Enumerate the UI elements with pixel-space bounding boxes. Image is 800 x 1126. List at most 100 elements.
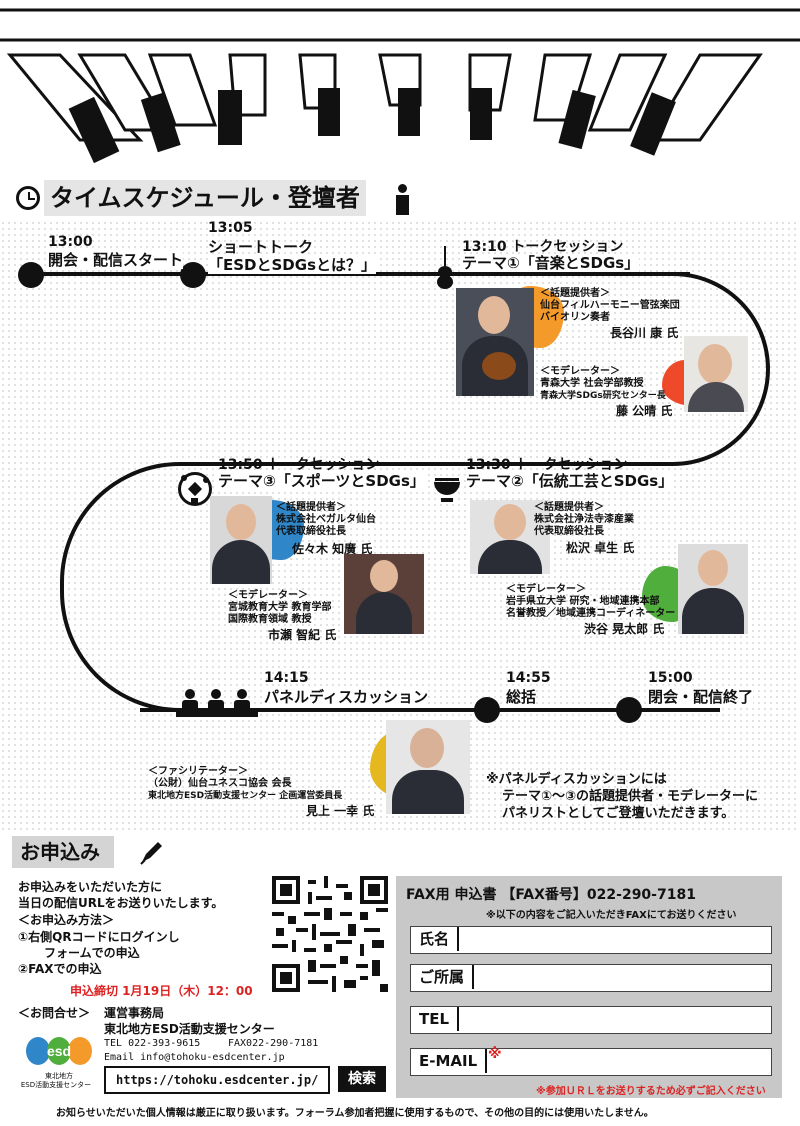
session3-theme: テーマ③「スポーツとSDGs」	[218, 472, 425, 490]
tel-field-label: TEL	[411, 1007, 460, 1031]
panel-note-1: ※パネルディスカッションには	[486, 772, 667, 787]
session1-moderator-role: ＜モデレーター＞	[540, 366, 620, 377]
apply-method-1b: フォームでの申込	[44, 946, 140, 960]
esd-logo: esd 東北地方 ESD活動支援センター	[21, 1034, 94, 1090]
open-time: 13:00	[48, 234, 93, 250]
contact-office-2: 東北地方ESD活動支援センター	[104, 1022, 275, 1036]
soccer-ball-icon	[178, 472, 212, 506]
contact-email[interactable]: Email info@tohoku-esdcenter.jp	[104, 1052, 285, 1063]
session1-moderator-org2: 青森大学SDGs研究センター長	[540, 391, 666, 401]
email-note: ※参加ＵＲＬをお送りするため必ずご記入ください	[536, 1086, 766, 1097]
panel-note-2: テーマ①～③の話題提供者・モデレーターに	[502, 789, 759, 804]
tel-field[interactable]: TEL	[410, 1006, 772, 1034]
panel-note-3: パネリストとしてご登壇いただきます。	[502, 806, 735, 821]
session1-theme: テーマ①「音楽とSDGs」	[462, 254, 640, 272]
affiliation-field-label: ご所属	[411, 965, 475, 989]
timeline-track	[30, 272, 690, 276]
moderator-photo-shibuya	[678, 544, 748, 634]
clock-icon	[16, 186, 40, 210]
apply-intro-2: 当日の配信URLをお送りいたします。	[18, 896, 224, 910]
apply-method-title: ＜お申込み方法＞	[18, 913, 115, 927]
apply-deadline: 申込締切 1月19日（木）12：00	[70, 984, 253, 998]
panel-time: 14:15	[264, 670, 309, 686]
panel-facilitator-role: ＜ファシリテーター＞	[148, 766, 248, 777]
session1-moderator-name: 藤 公晴 氏	[616, 404, 673, 418]
timeline-node-short-talk	[180, 262, 206, 288]
apply-method-1: ①右側QRコードにログインし	[18, 930, 180, 944]
page-title: タイムスケジュール・登壇者	[44, 180, 366, 216]
session1-moderator-org1: 青森大学 社会学部教授	[540, 378, 644, 389]
people-group-icon	[176, 688, 258, 718]
session2-moderator-name: 渋谷 晃太郎 氏	[584, 622, 665, 636]
session2-moderator-org2: 名誉教授／地域連携コーディネーター	[506, 608, 676, 619]
timeline-node-open	[18, 262, 44, 288]
short-talk-time: 13:05	[208, 220, 253, 236]
session1-speaker-role: ＜話題提供者＞	[540, 288, 610, 299]
affiliation-field[interactable]: ご所属	[410, 964, 772, 992]
fax-form-title: FAX用 申込書 【FAX番号】022-290-7181	[406, 887, 696, 903]
session3-time: 13:50 トークセッション	[218, 457, 380, 473]
person-icon	[394, 184, 410, 216]
panel-facilitator-name: 見上 一幸 氏	[306, 804, 375, 818]
svg-text:esd: esd	[47, 1043, 71, 1059]
speaker-photo-sasaki	[210, 496, 272, 584]
session2-speaker-name: 松沢 卓生 氏	[566, 541, 635, 555]
moderator-photo-fuji	[684, 336, 748, 412]
session3-speaker-org1: 株式会社ベガルタ仙台	[276, 514, 376, 525]
url-search-box[interactable]: https://tohoku.esdcenter.jp/	[104, 1066, 330, 1094]
contact-fax: FAX022-290-7181	[228, 1038, 319, 1049]
contact-tel: TEL 022-393-9615	[104, 1038, 201, 1049]
name-field-label: 氏名	[411, 927, 460, 951]
facilitator-photo-mikami	[386, 720, 470, 814]
privacy-note: お知らせいただいた個人情報は厳正に取り扱います。フォーラム参加者把握に使用するも…	[56, 1108, 654, 1119]
speaker-photo-matsuzawa	[470, 500, 550, 574]
short-talk-label: ショートトーク	[208, 238, 314, 256]
summary-time: 14:55	[506, 670, 551, 686]
moderator-photo-ichinose	[344, 554, 424, 634]
violin-icon	[436, 246, 454, 290]
qr-code[interactable]	[272, 876, 388, 992]
session2-speaker-org1: 株式会社浄法寺漆産業	[534, 514, 634, 525]
session2-moderator-org1: 岩手県立大学 研究・地域連携本部	[506, 596, 660, 607]
session3-moderator-role: ＜モデレーター＞	[228, 590, 308, 601]
close-label: 閉会・配信終了	[648, 688, 754, 706]
session1-speaker-name: 長谷川 康 氏	[610, 326, 679, 340]
timeline-track	[140, 708, 720, 712]
contact-office-1: 運営事務局	[104, 1006, 165, 1020]
session2-theme: テーマ②「伝統工芸とSDGs」	[466, 472, 674, 490]
session1-time: 13:10 トークセッション	[462, 239, 624, 255]
session3-speaker-name: 佐々木 知廣 氏	[292, 542, 373, 556]
close-time: 15:00	[648, 670, 693, 686]
fax-form-instruction: ※以下の内容をご記入いただきFAXにてお送りください	[486, 910, 737, 921]
session3-speaker-org2: 代表取締役社長	[276, 526, 346, 537]
apply-title: お申込み	[12, 836, 114, 868]
name-field[interactable]: 氏名	[410, 926, 772, 954]
url-text: https://tohoku.esdcenter.jp/	[116, 1073, 319, 1087]
apply-method-2: ②FAXでの申込	[18, 962, 102, 976]
summary-label: 総括	[506, 688, 537, 706]
email-required-mark: ※	[488, 1046, 502, 1062]
session3-moderator-name: 市瀬 智紀 氏	[268, 628, 337, 642]
apply-intro-1: お申込みをいただいた方に	[18, 880, 163, 894]
pipes-illustration	[0, 8, 800, 164]
search-button[interactable]: 検索	[338, 1066, 386, 1092]
timeline-track	[200, 462, 670, 466]
session1-speaker-org2: バイオリン奏者	[540, 312, 610, 323]
session3-moderator-org2: 国際教育領域 教授	[228, 614, 312, 625]
pencil-icon	[138, 840, 164, 866]
header-graphic	[0, 0, 800, 170]
open-label: 開会・配信スタート	[48, 251, 184, 269]
session2-moderator-role: ＜モデレーター＞	[506, 584, 586, 595]
timeline-node-summary	[474, 697, 500, 723]
session2-speaker-role: ＜話題提供者＞	[534, 502, 604, 513]
timeline-node-close	[616, 697, 642, 723]
panel-label: パネルディスカッション	[264, 688, 428, 706]
session1-speaker-org1: 仙台フィルハーモニー管弦楽団	[540, 300, 680, 311]
email-field[interactable]: E-MAIL	[410, 1048, 772, 1076]
panel-facilitator-org2: 東北地方ESD活動支援センター 企画運営委員長	[148, 791, 343, 801]
logo-text-1: 東北地方	[45, 1072, 73, 1080]
speaker-photo-hasegawa	[456, 288, 534, 396]
email-field-label: E-MAIL	[411, 1049, 488, 1073]
session2-time: 13:30 トークセッション	[466, 457, 628, 473]
contact-title: ＜お問合せ＞	[18, 1006, 91, 1020]
